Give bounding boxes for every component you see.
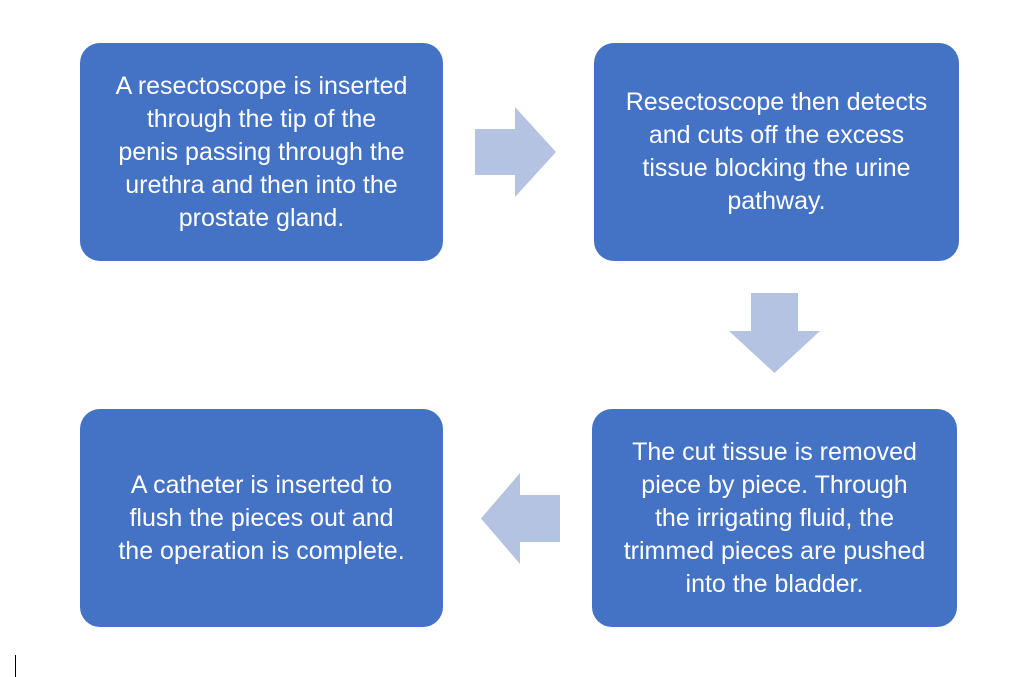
step-2-text: Resectoscope then detects and cuts off t… (625, 88, 928, 215)
process-step-3: The cut tissue is removed piece by piece… (592, 409, 957, 627)
step-1-text: A resectoscope is inserted through the t… (115, 71, 408, 232)
arrow-down-icon (729, 293, 820, 373)
process-step-2: Resectoscope then detects and cuts off t… (594, 43, 959, 261)
process-step-1: A resectoscope is inserted through the t… (80, 43, 443, 261)
process-step-4: A catheter is inserted to flush the piec… (80, 409, 443, 627)
step-3-text: The cut tissue is removed piece by piece… (623, 437, 926, 598)
text-cursor (15, 655, 16, 677)
arrow-right-icon (475, 107, 556, 197)
arrow-left-icon (481, 473, 560, 564)
step-4-text: A catheter is inserted to flush the piec… (118, 470, 405, 565)
